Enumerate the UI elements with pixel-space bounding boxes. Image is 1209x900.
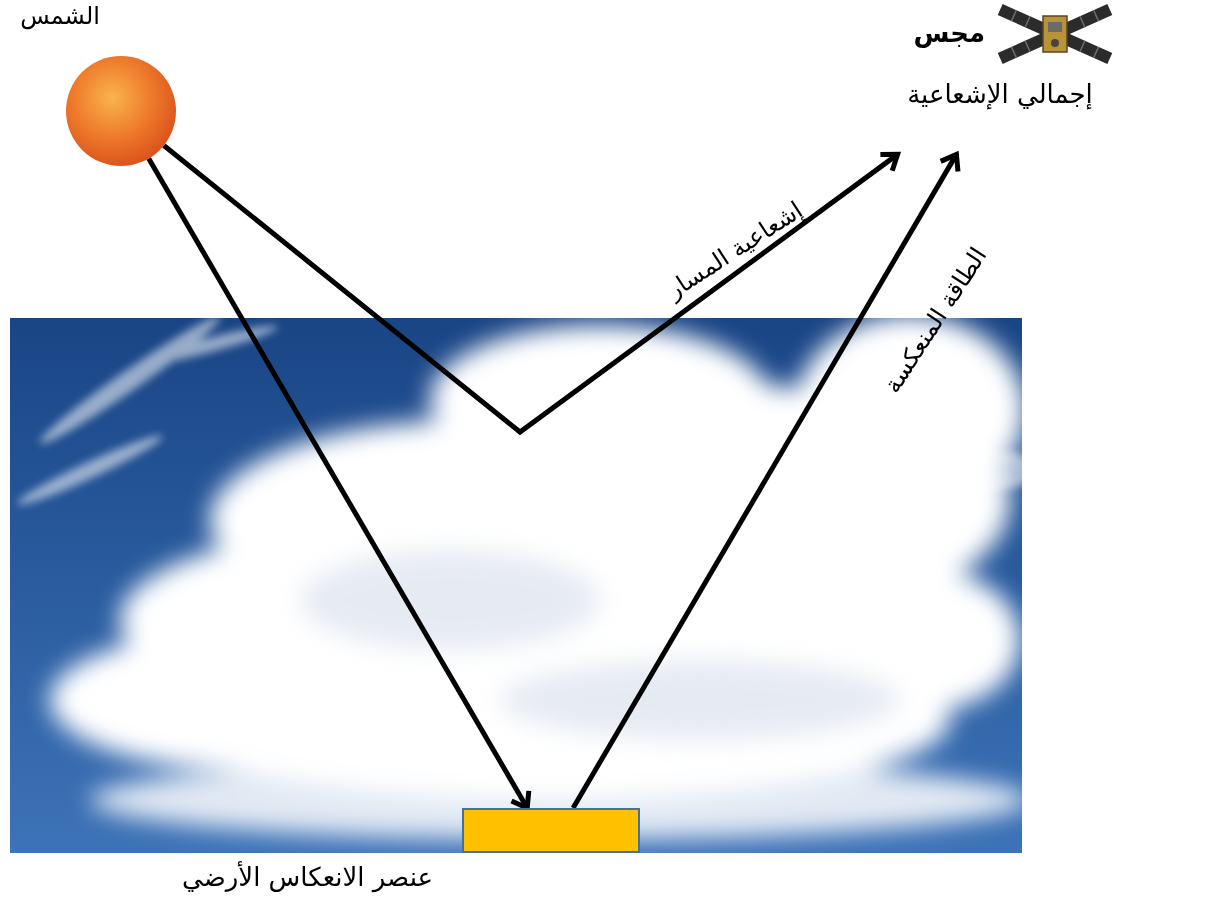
cloud-body (50, 318, 1022, 840)
cloud-shadow (300, 550, 600, 650)
ground-element-label: عنصر الانعكاس الأرضي (182, 862, 433, 893)
satellite-lens (1051, 39, 1059, 47)
edge-label: الطاقة المنعكسة (877, 242, 992, 398)
sun-circle: الشمس (66, 56, 176, 166)
ground-element: عنصر الانعكاس الأرضي (462, 808, 640, 853)
cloud-shadow (500, 660, 900, 740)
radiation-arrow (164, 145, 898, 432)
solar-panel (998, 4, 1113, 64)
sensor-box: مجس إجمالي الإشعاعية (875, 8, 1125, 154)
solar-panel (998, 4, 1113, 64)
panel-grid (1011, 10, 1098, 58)
radiation-arrow (149, 159, 528, 808)
radiation-arrow (573, 154, 956, 808)
satellite-icon (998, 4, 1113, 64)
edge-label: إشعاعية المسار (662, 195, 808, 304)
satellite-detail (1048, 22, 1062, 32)
cloud (14, 318, 1022, 840)
satellite-body (1043, 16, 1067, 52)
solar-panel (998, 4, 1113, 64)
solar-panel (998, 4, 1113, 64)
cirrus-wisp (34, 318, 226, 451)
sensor-name: مجس (913, 18, 985, 49)
cloud-shading (300, 550, 900, 740)
sun-label: الشمس (20, 2, 100, 31)
total-radiance-label: إجمالي الإشعاعية (907, 79, 1093, 110)
cirrus-wisp (14, 429, 166, 511)
